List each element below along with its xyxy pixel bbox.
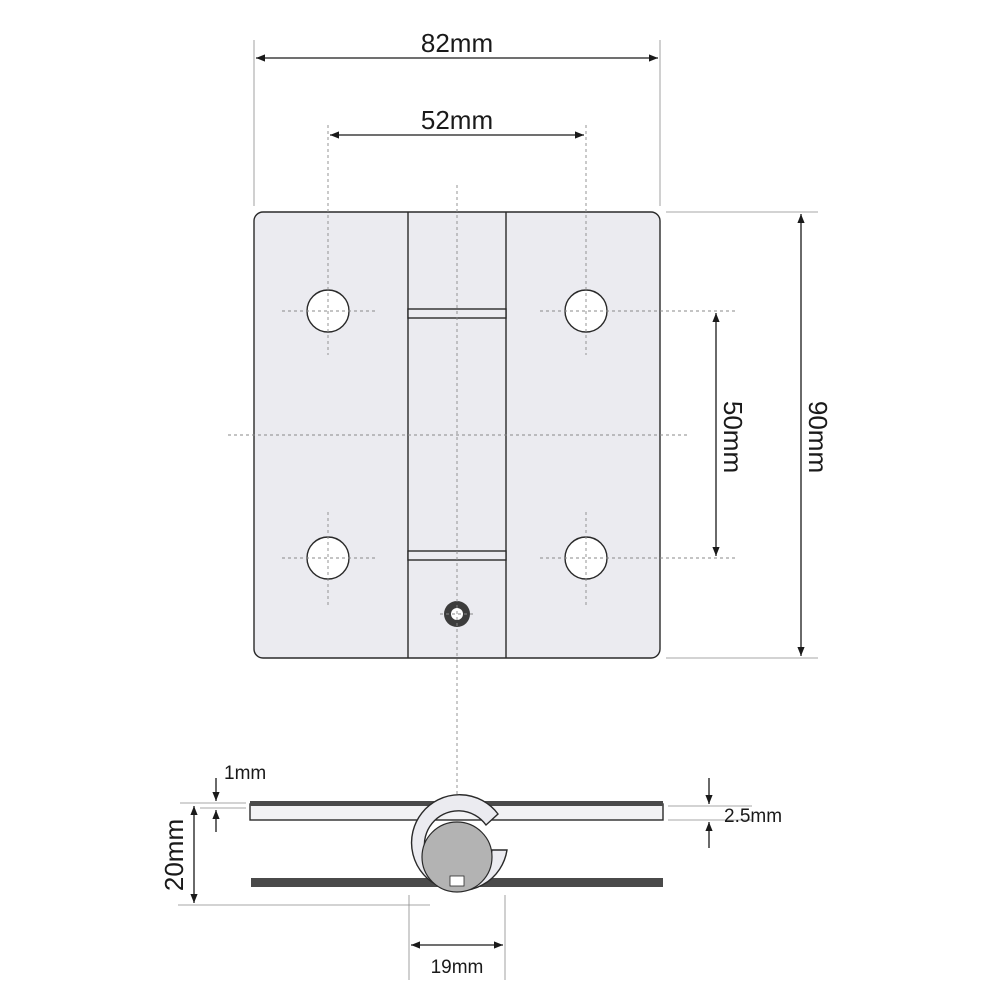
pin-slot (449, 875, 465, 887)
label-open-height: 20mm (159, 819, 189, 891)
dim-hole-spacing-vertical: 50mm (712, 313, 748, 556)
hinge-side-view (249, 794, 664, 893)
dim-overall-width: 82mm (253, 28, 661, 206)
label-overall-width: 82mm (421, 28, 493, 58)
dim-leaf-thickness: 1mm (180, 763, 266, 832)
label-knuckle-width: 19mm (431, 957, 484, 978)
dim-knuckle-width: 19mm (408, 895, 506, 980)
dim-hole-spacing-horizontal: 52mm (330, 105, 584, 139)
dim-open-height: 20mm (159, 806, 430, 906)
label-leaf-thickness: 1mm (224, 763, 266, 784)
dim-overall-height: 90mm (666, 211, 833, 659)
label-overall-height: 90mm (803, 401, 833, 473)
label-hole-spacing-horizontal: 52mm (421, 105, 493, 135)
hinge-pin (421, 821, 493, 893)
dim-knuckle-thickness: 2.5mm (668, 778, 782, 848)
knuckle-ring (410, 794, 508, 892)
label-knuckle-thickness: 2.5mm (724, 806, 782, 827)
center-lines (228, 125, 735, 810)
label-hole-spacing-vertical: 50mm (718, 401, 748, 473)
